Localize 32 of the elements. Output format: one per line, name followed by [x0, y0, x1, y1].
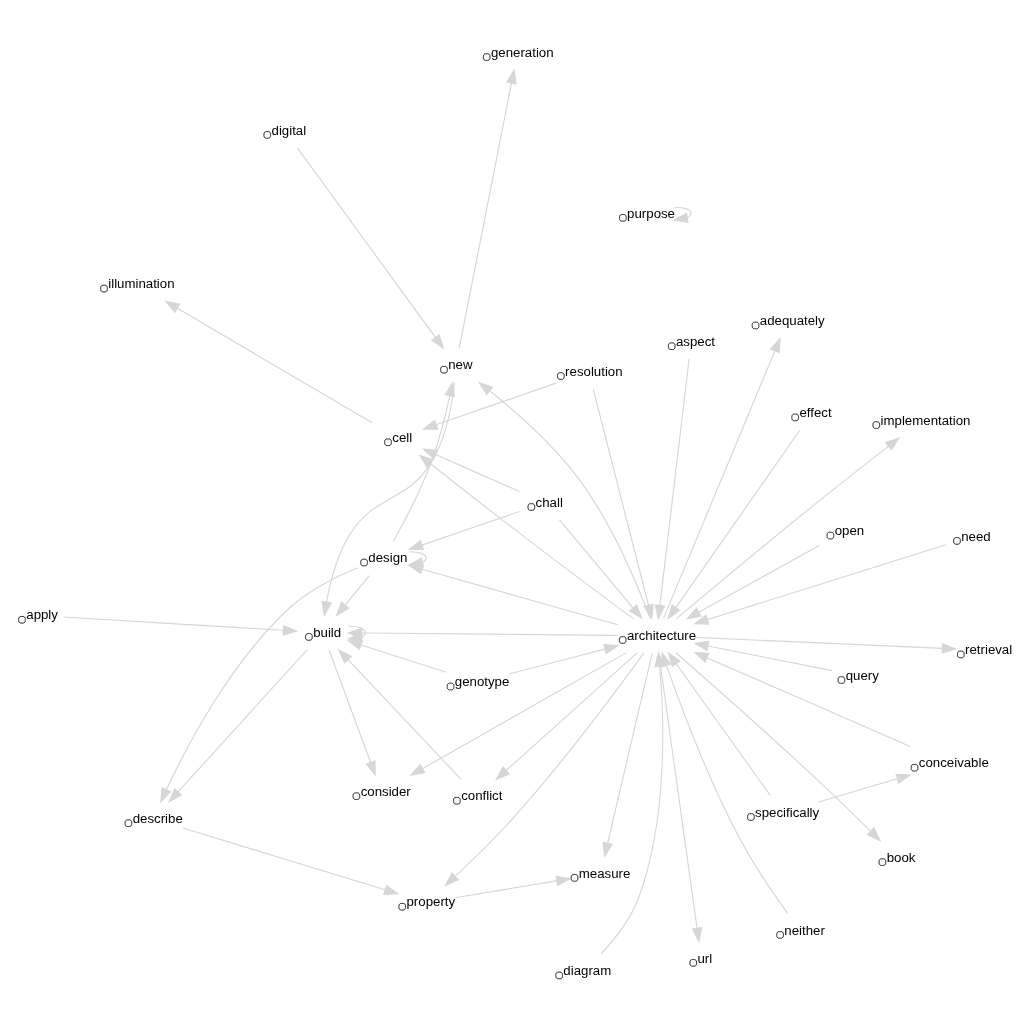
node-label: genotype	[454, 674, 510, 690]
node-label: new	[448, 357, 473, 373]
node-label: describe	[132, 810, 183, 826]
node-label: resolution	[565, 363, 623, 379]
node-label: url	[697, 950, 713, 966]
node-label: measure	[578, 865, 631, 881]
node-label: architecture	[626, 627, 697, 643]
node-text: purpose	[627, 205, 676, 221]
node-label: neither	[784, 922, 825, 938]
node-label: illumination	[108, 276, 175, 292]
node-label: open	[834, 523, 865, 539]
node-label: consider	[360, 783, 411, 799]
node-label: generation	[490, 44, 554, 60]
node-label: build	[313, 624, 342, 640]
node-label: need	[961, 528, 991, 544]
node-label: aspect	[675, 333, 716, 349]
node-label: conceivable	[918, 755, 989, 771]
node-text: retrieval	[965, 642, 1013, 658]
node-label: cell	[392, 429, 413, 445]
node-label: design	[368, 550, 408, 566]
node-label: implementation	[880, 412, 971, 428]
node-label: effect	[799, 405, 832, 421]
node-label: digital	[271, 122, 307, 138]
node-label: adequately	[759, 313, 825, 329]
node-label: query	[845, 667, 879, 683]
node-label: specifically	[755, 804, 820, 820]
node-label: chall	[535, 494, 563, 510]
node-label: apply	[26, 607, 58, 623]
node-label: diagram	[563, 963, 612, 979]
node-label: conflict	[461, 788, 503, 804]
node-label: book	[886, 849, 916, 865]
node-label: property	[406, 894, 456, 910]
